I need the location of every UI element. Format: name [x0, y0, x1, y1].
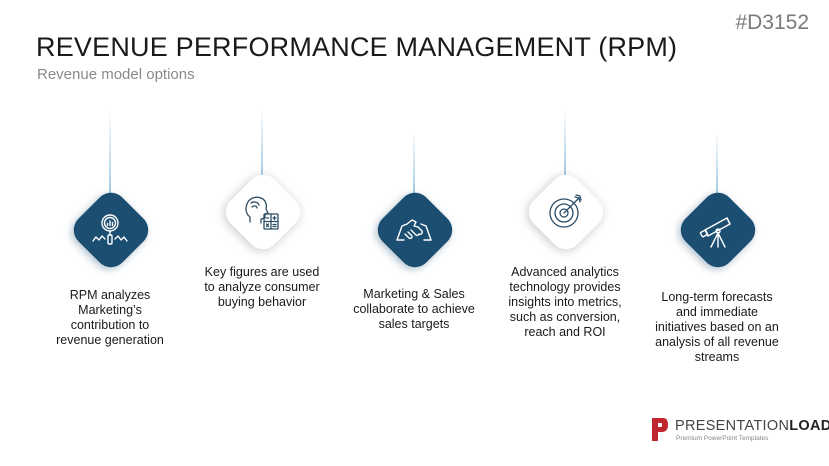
presentationload-logo: PRESENTATIONLOAD® Premium PowerPoint Tem… — [651, 417, 829, 447]
page-subtitle: Revenue model options — [37, 66, 195, 83]
target-arrow-icon — [549, 194, 582, 228]
connector-line — [564, 108, 566, 176]
connector-line — [413, 130, 415, 196]
logo-tagline: Premium PowerPoint Templates — [676, 435, 769, 442]
logo-brand: PRESENTATIONLOAD® — [675, 418, 829, 434]
presentationload-logo-icon — [652, 418, 668, 441]
head-calculator-icon — [245, 196, 279, 230]
connector-line — [261, 108, 263, 176]
connector-line — [109, 108, 111, 194]
slide-code: #D3152 — [735, 11, 809, 34]
connector-line — [716, 130, 718, 196]
telescope-icon — [699, 217, 731, 248]
handshake-icon — [396, 219, 432, 241]
analytics-magnifier-icon — [92, 214, 128, 245]
page-title: REVENUE PERFORMANCE MANAGEMENT (RPM) — [36, 32, 678, 62]
